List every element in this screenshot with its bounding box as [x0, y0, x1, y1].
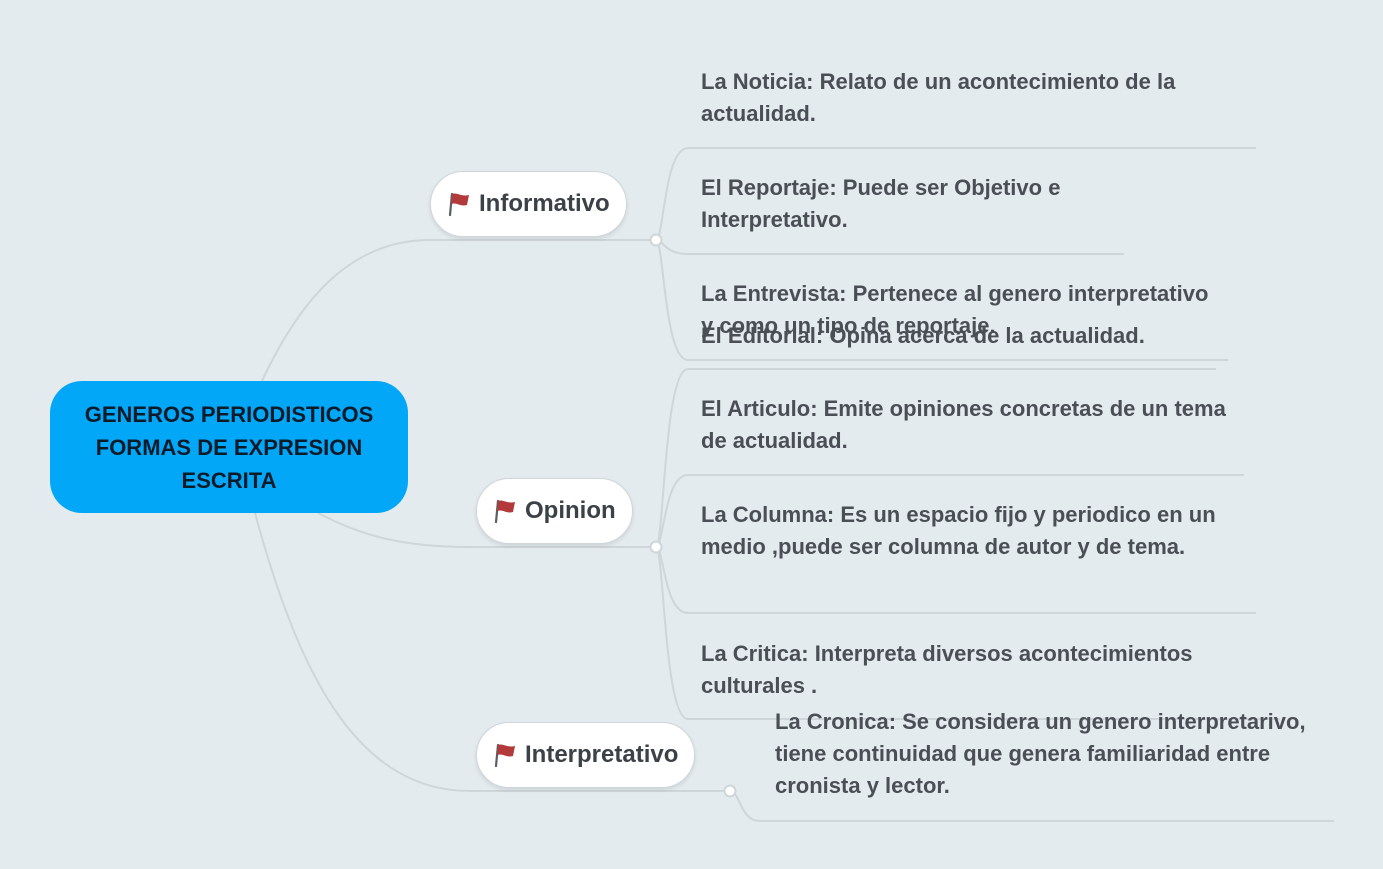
leaf-topic-la-entrevista[interactable]: La Entrevista: Pertenece al genero inter…: [701, 281, 1209, 338]
leaf-topic-el-articulo[interactable]: El Articulo: Emite opiniones concretas d…: [701, 396, 1226, 453]
connector-root-informativo: [261, 239, 656, 382]
root-node[interactable]: GENEROS PERIODISTICOS FORMAS DE EXPRESIO…: [50, 381, 408, 513]
junction-interpretativo: [723, 784, 737, 798]
leaf-topic-el-editorial[interactable]: El Editorial: Opina acerca de la actuali…: [701, 323, 1145, 348]
connector-informativo-leaf-2: [655, 239, 1124, 255]
root-title: GENEROS PERIODISTICOS FORMAS DE EXPRESIO…: [85, 398, 374, 497]
leaf-topic-la-critica[interactable]: La Critica: Interpreta diversos aconteci…: [701, 641, 1193, 698]
root-title-line: FORMAS DE EXPRESION: [95, 434, 363, 460]
leaf-topic-el-reportaje[interactable]: El Reportaje: Puede ser Objetivo e Inter…: [701, 175, 1061, 232]
junction-informativo: [649, 233, 663, 247]
leaf-topic-la-cronica[interactable]: La Cronica: Se considera un genero inter…: [775, 709, 1306, 798]
connector-root-interpretativo: [254, 512, 730, 792]
connector-opinion-leaf-4: [655, 546, 1280, 720]
branch-label: Informativo: [479, 190, 610, 217]
connector-root-opinion: [317, 512, 656, 548]
flag-icon: [494, 743, 515, 768]
leaf-topic-la-columna[interactable]: La Columna: Es un espacio fijo y periodi…: [701, 502, 1216, 559]
branch-informativo[interactable]: Informativo: [430, 171, 627, 237]
root-title-line: ESCRITA: [181, 467, 277, 493]
branch-label: Opinion: [525, 497, 616, 524]
branch-interpretativo[interactable]: Interpretativo: [476, 722, 696, 788]
flag-icon: [448, 192, 469, 217]
branch-label: Interpretativo: [525, 741, 679, 768]
branch-opinion[interactable]: Opinion: [476, 478, 633, 544]
junction-opinion: [649, 540, 663, 554]
flag-icon: [494, 499, 515, 524]
connector-opinion-leaf-1: [655, 368, 1216, 548]
root-title-line: GENEROS PERIODISTICOS: [84, 401, 374, 427]
leaf-topic-la-noticia[interactable]: La Noticia: Relato de un acontecimiento …: [701, 69, 1176, 126]
